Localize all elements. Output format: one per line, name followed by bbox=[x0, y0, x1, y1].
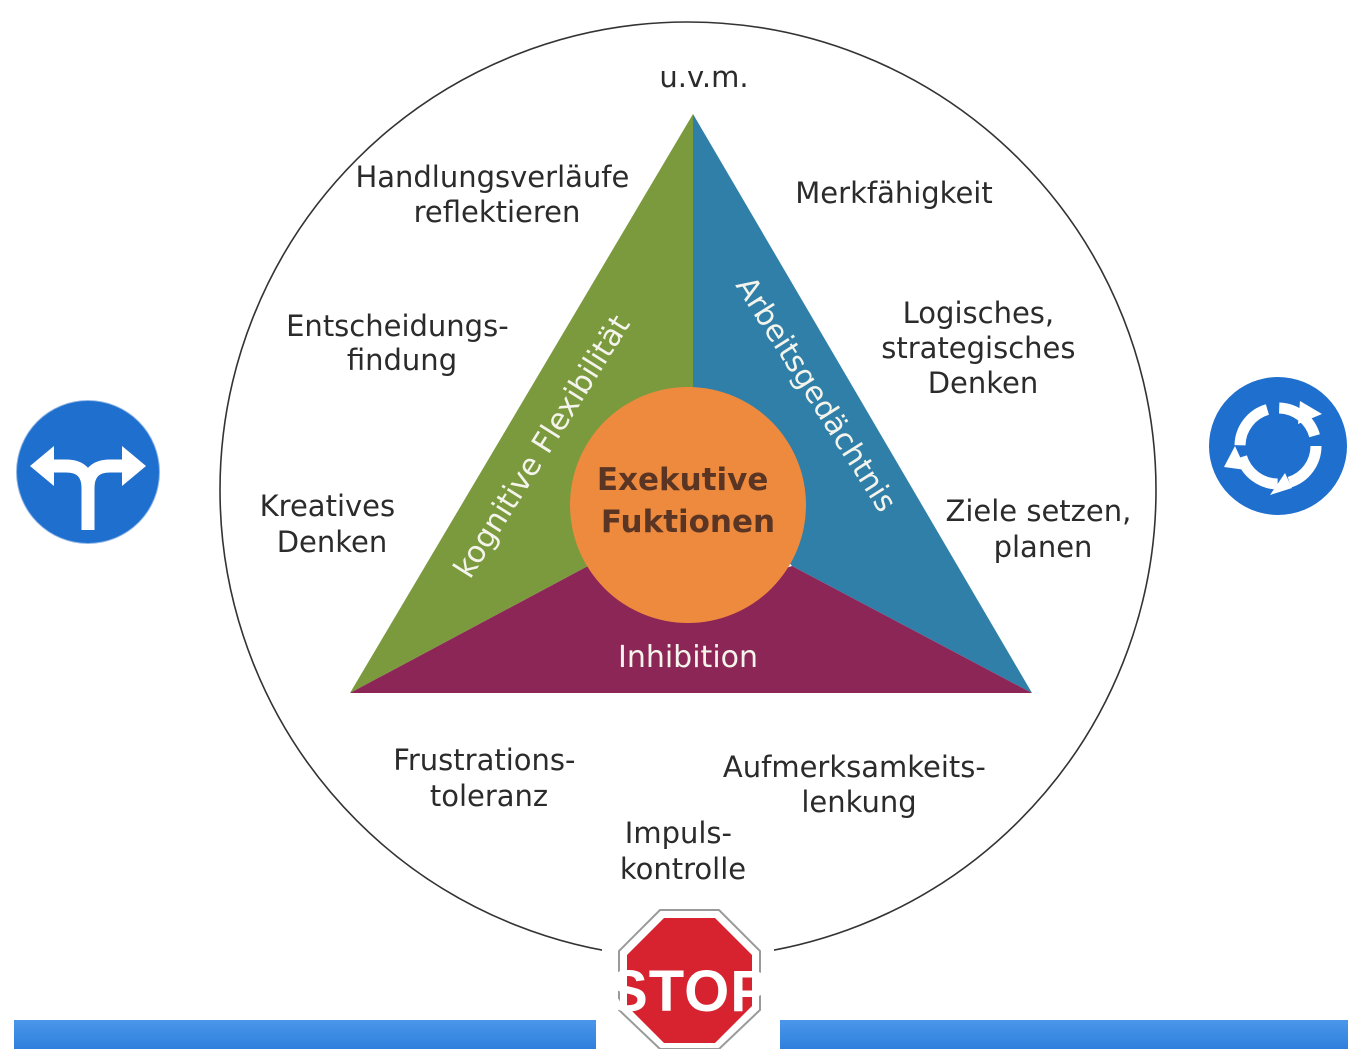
stop-sign-label: STOP bbox=[609, 959, 770, 1024]
triangle-maroon-segment bbox=[350, 566, 1032, 693]
label-handlungsverlaeufe: Handlungsverläufe reflektieren bbox=[355, 160, 638, 229]
label-aufmerksamkeitslenkung: Aufmerksamkeits- lenkung bbox=[723, 750, 995, 819]
stop-sign-icon: STOP bbox=[609, 909, 770, 1049]
bottom-bar-left bbox=[14, 1020, 596, 1049]
label-entscheidungsfindung: Entscheidungs- findung bbox=[286, 309, 518, 377]
center-label: Exekutive Fuktionen bbox=[597, 462, 779, 540]
triangle-green-segment bbox=[350, 114, 693, 693]
center-circle bbox=[570, 387, 806, 623]
label-merkfaehigkeit: Merkfähigkeit bbox=[795, 176, 992, 210]
label-logisches-denken: Logisches, strategisches Denken bbox=[881, 296, 1084, 400]
bottom-bar-right bbox=[780, 1020, 1348, 1049]
triangle-bottom-label: Inhibition bbox=[618, 640, 758, 675]
label-ziele-setzen: Ziele setzen, planen bbox=[945, 494, 1140, 564]
label-kreatives-denken: Kreatives Denken bbox=[260, 489, 405, 559]
roundabout-sign-icon bbox=[1209, 377, 1347, 515]
label-impulskontrolle: Impuls- kontrolle bbox=[620, 816, 746, 886]
label-uvm: u.v.m. bbox=[659, 60, 748, 94]
fork-arrow-sign-icon bbox=[15, 399, 161, 545]
label-frustrationstoleranz: Frustrations- toleranz bbox=[393, 743, 584, 813]
